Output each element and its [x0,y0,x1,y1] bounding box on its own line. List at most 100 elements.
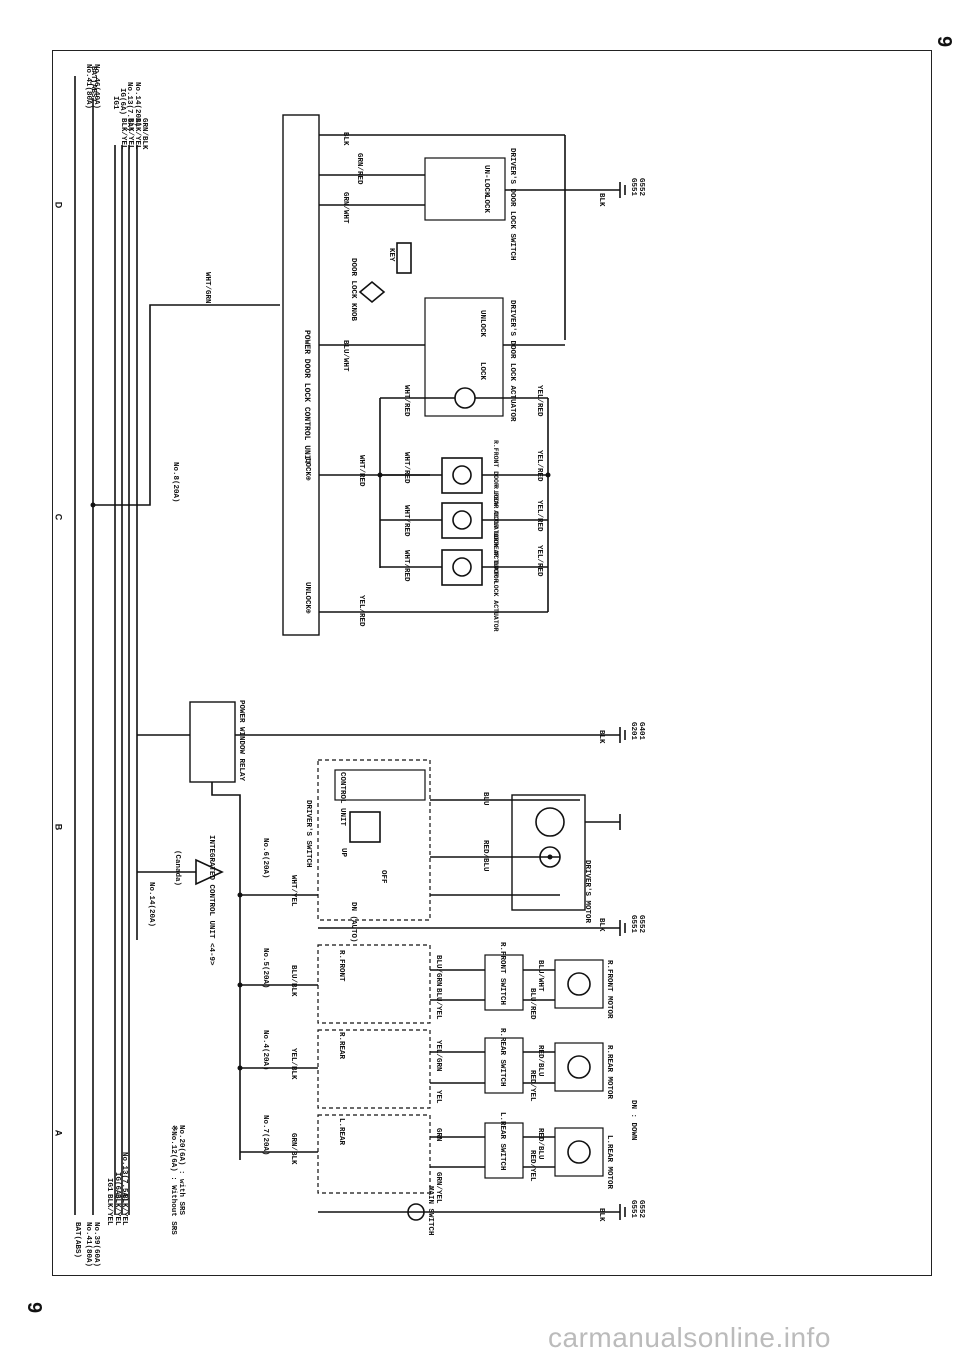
door-lock-fuse-label: No.8(20A) [171,462,179,503]
wire-label: YEL [434,1090,442,1104]
ground-code-label: G552 [637,915,645,934]
door-lock-knob-symbol [358,280,386,304]
wire-label: YEL/GRN [434,1040,442,1072]
drivers-motor-label: DRIVER'S MOTOR [583,860,591,924]
zone-letter-c: C [53,513,64,521]
supply-label: IG1 [105,1178,113,1192]
rr-switch-box [484,1037,524,1094]
driver-actuator-box [424,297,504,417]
wire-label: RED/BLU [481,840,489,872]
supply-label: No.41(80A) [84,64,92,110]
wire-label: GRN/YEL [434,1172,442,1204]
ground-code-label: G551 [629,178,637,197]
wire-label: RED/BLU [536,1128,544,1160]
fuse-label: No.5(20A) [261,948,269,989]
yel-red-label: YEL/RED [535,500,543,532]
switch-unlock-label: UN-LOCK [482,165,490,197]
zone-letter-a: A [53,1129,64,1137]
rf-section-label: R.FRONT [337,950,345,982]
junction-dot [547,854,553,860]
wire-label: WHT/YEL [289,875,297,907]
switch-lock-label: LOCK [482,195,490,214]
blu-wht-label: BLU/WHT [341,340,349,372]
fuse-label: No.4(20A) [261,1030,269,1071]
lr-actuator-label: L.REAR DOOR LOCK ACTUATOR [492,534,499,632]
lr-motor-box [554,1127,604,1177]
drivers-motor-symbol [539,846,561,868]
position-dn-label: DN (AUTO) [349,902,357,943]
yel-red-label: YEL/RED [535,450,543,482]
key-symbol [396,242,412,274]
footer-watermark: carmanualsonline.info [548,1322,831,1353]
supply-label: No.14(20A) [133,82,141,128]
junction-dot [545,472,551,478]
grn-red-label: GRN/RED [355,153,363,185]
rr-switch-label: R.REAR SWITCH [498,1028,506,1087]
control-unit-box [334,769,426,801]
lr-actuator-motor [452,557,472,577]
ground-code-label: G551 [629,915,637,934]
motor-sensor-symbol [535,807,565,837]
rf-actuator-box [441,457,483,494]
wire-label: BLU/WHT [536,960,544,992]
supply-label: BLK/YEL [105,1194,113,1226]
drivers-switch-label: DRIVER'S SWITCH [304,800,312,868]
rr-motor-symbol [567,1055,591,1079]
rr-section-box [317,1029,431,1109]
door-lock-switch-box [424,157,506,221]
rr-actuator-motor [452,510,472,530]
main-switch-label: MAIN SWITCH [426,1186,434,1236]
wht-red-label: WHT/RED [402,505,410,537]
lr-section-label: L.REAR [337,1118,345,1146]
relay-output-wire [211,782,241,1160]
door-lock-control-unit [282,114,320,636]
rf-section-box [317,944,431,1024]
ground-code-label: G201 [629,722,637,741]
wire-label: RED/YEL [528,1070,536,1102]
rr-actuator-box [441,502,483,539]
lr-motor-label: L.REAR MOTOR [605,1135,613,1190]
door-lock-feed-wire [93,304,280,506]
rr-motor-box [554,1042,604,1092]
ground-code-label: G551 [629,1200,637,1219]
wht-red-label: WHT/RED [402,385,410,417]
junction-dot [237,1065,243,1071]
wire-label: BLK [597,1208,605,1222]
wire-label: BLU [481,792,489,806]
rf-switch-label: R.FRONT SWITCH [498,942,506,1006]
lr-switch-box [484,1122,524,1179]
wire-label: RED/BLU [536,1045,544,1077]
relay-coil-symbol [349,811,381,843]
junction-dot [377,472,383,478]
power-window-relay [189,701,236,783]
rf-motor-label: R.FRONT MOTOR [605,960,613,1019]
fuse-label: No.6(20A) [261,838,269,879]
junction-dot [237,982,243,988]
wire-label: BLK [597,918,605,932]
wire-label: BLU/YEL [434,988,442,1020]
ground-code-label: G401 [637,722,645,741]
control-unit-label: CONTROL UNIT [338,772,346,827]
supply-label: No.41(80A) [84,1222,92,1268]
wht-red-label: WHT/RED [402,550,410,582]
actuator-lock-label: LOCK [478,362,486,381]
lr-switch-label: L.REAR SWITCH [498,1112,506,1171]
driver-actuator-label: DRIVER'S DOOR LOCK ACTUATOR [508,300,516,422]
wire-label: BLU/BLK [289,965,297,997]
supply-label: No.39(60A) [92,1222,100,1268]
lock-switch-label: DRIVER'S DOOR LOCK SWITCH [508,148,516,261]
rf-motor-box [554,959,604,1009]
junction-dot [237,892,243,898]
grn-wht-label: GRN/WHT [341,192,349,224]
wht-red-label: WHT/RED [357,455,365,487]
wire-label: GRN/BLK [289,1133,297,1165]
rr-section-label: R.REAR [337,1032,345,1060]
relay-fuse-label: No.14(20A) [147,882,155,928]
fuse-note-line-1: ※No.12(6A) : Without SRS [169,1125,177,1235]
diagram-frame [52,50,932,1276]
blk-label: BLK [341,132,349,146]
actuator-unlock-label: UNLOCK [478,310,486,338]
wire-label: GRN [434,1128,442,1142]
wht-red-label: WHT/RED [402,452,410,484]
